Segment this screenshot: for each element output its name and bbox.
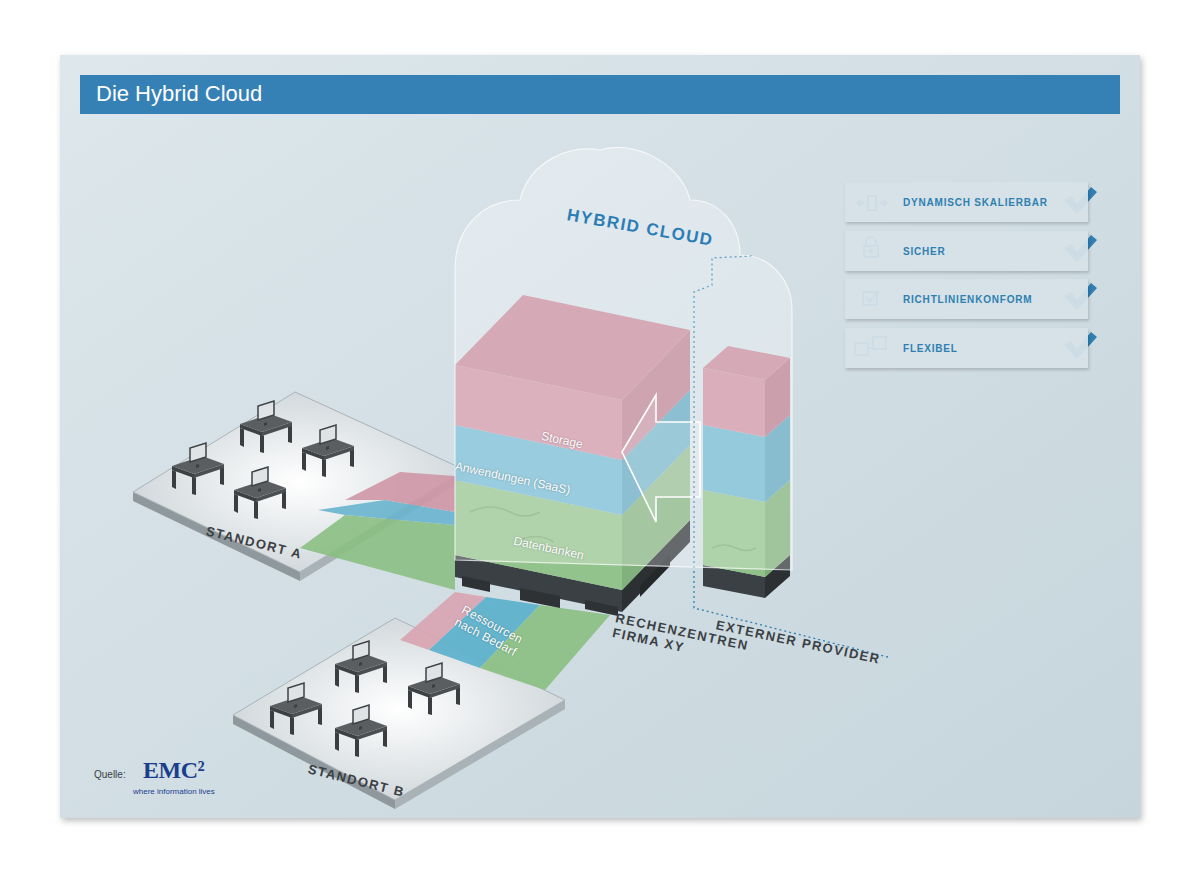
logo-tagline: where information lives <box>133 787 215 796</box>
feature-label: SICHER <box>903 246 946 257</box>
cloud-outline <box>450 140 800 580</box>
cloud-region: StorageAnwendungen (SaaS)DatenbankenHYBR… <box>450 140 800 580</box>
feature-label: DYNAMISCH SKALIERBAR <box>903 197 1048 208</box>
workstation <box>172 401 460 757</box>
stream-label: Ressourcen nach Bedarf <box>442 598 536 666</box>
feature-box: SICHER <box>845 231 1088 271</box>
logo-text: EMC² <box>143 757 204 785</box>
source-label: Quelle: <box>94 769 126 781</box>
feature-label: FLEXIBEL <box>903 343 958 354</box>
cloud-shape <box>455 147 792 570</box>
datacenter-label: RECHENZENTREN FIRMA XY <box>611 611 754 669</box>
feature-box: DYNAMISCH SKALIERBAR <box>845 182 1088 222</box>
feature-box: FLEXIBEL <box>845 328 1088 368</box>
diagram-title: Die Hybrid Cloud <box>96 81 262 107</box>
site-label: STANDORT B <box>306 762 406 801</box>
feature-label: RICHTLINIENKONFORM <box>903 294 1032 305</box>
title-bar <box>80 75 1120 114</box>
panel <box>60 55 1140 818</box>
site-label: STANDORT A <box>204 524 303 562</box>
feature-box: RICHTLINIENKONFORM <box>845 279 1088 319</box>
data-stream <box>300 472 455 590</box>
